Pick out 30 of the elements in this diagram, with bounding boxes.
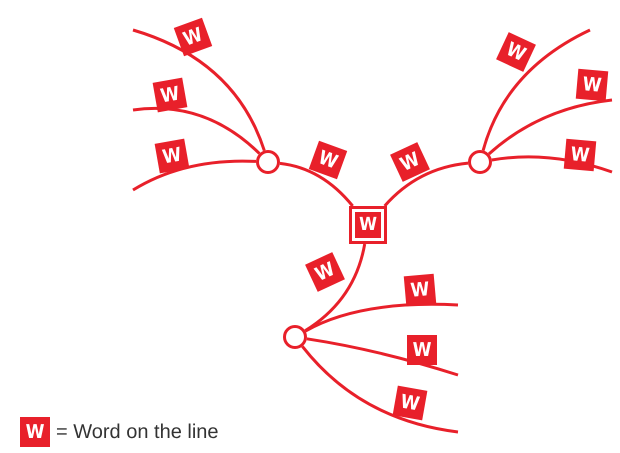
edge-label: W [576, 68, 608, 102]
central-topic-box [349, 206, 387, 244]
branch-node-circle [468, 150, 492, 174]
edge-label: W [390, 142, 430, 182]
word-badge: W [355, 212, 381, 238]
branch-line [488, 98, 612, 156]
key-note: = Word on the line [56, 421, 219, 444]
edge-label: W [174, 18, 212, 56]
edge-label: W [305, 252, 345, 292]
branch-line [301, 345, 458, 434]
branch-node-circle [283, 325, 307, 349]
branch-line [384, 162, 468, 208]
edge-label: W [407, 335, 437, 365]
branch-line [280, 162, 354, 207]
branch-line [304, 302, 458, 332]
word-badge: W [20, 417, 50, 447]
edge-label: W [496, 32, 536, 72]
branch-line [132, 160, 256, 192]
edge-label: W [564, 138, 596, 172]
edge-label: W [154, 138, 190, 174]
branch-node-circle [256, 150, 280, 174]
edge-label: W [392, 386, 428, 420]
branch-line [132, 28, 266, 152]
branch-line [304, 244, 366, 332]
edge-label: W [152, 78, 188, 112]
edge-label: W [308, 140, 348, 180]
branch-line [306, 337, 458, 376]
branch-line [482, 28, 591, 151]
edge-label: W [404, 274, 436, 306]
branch-line [132, 106, 260, 155]
